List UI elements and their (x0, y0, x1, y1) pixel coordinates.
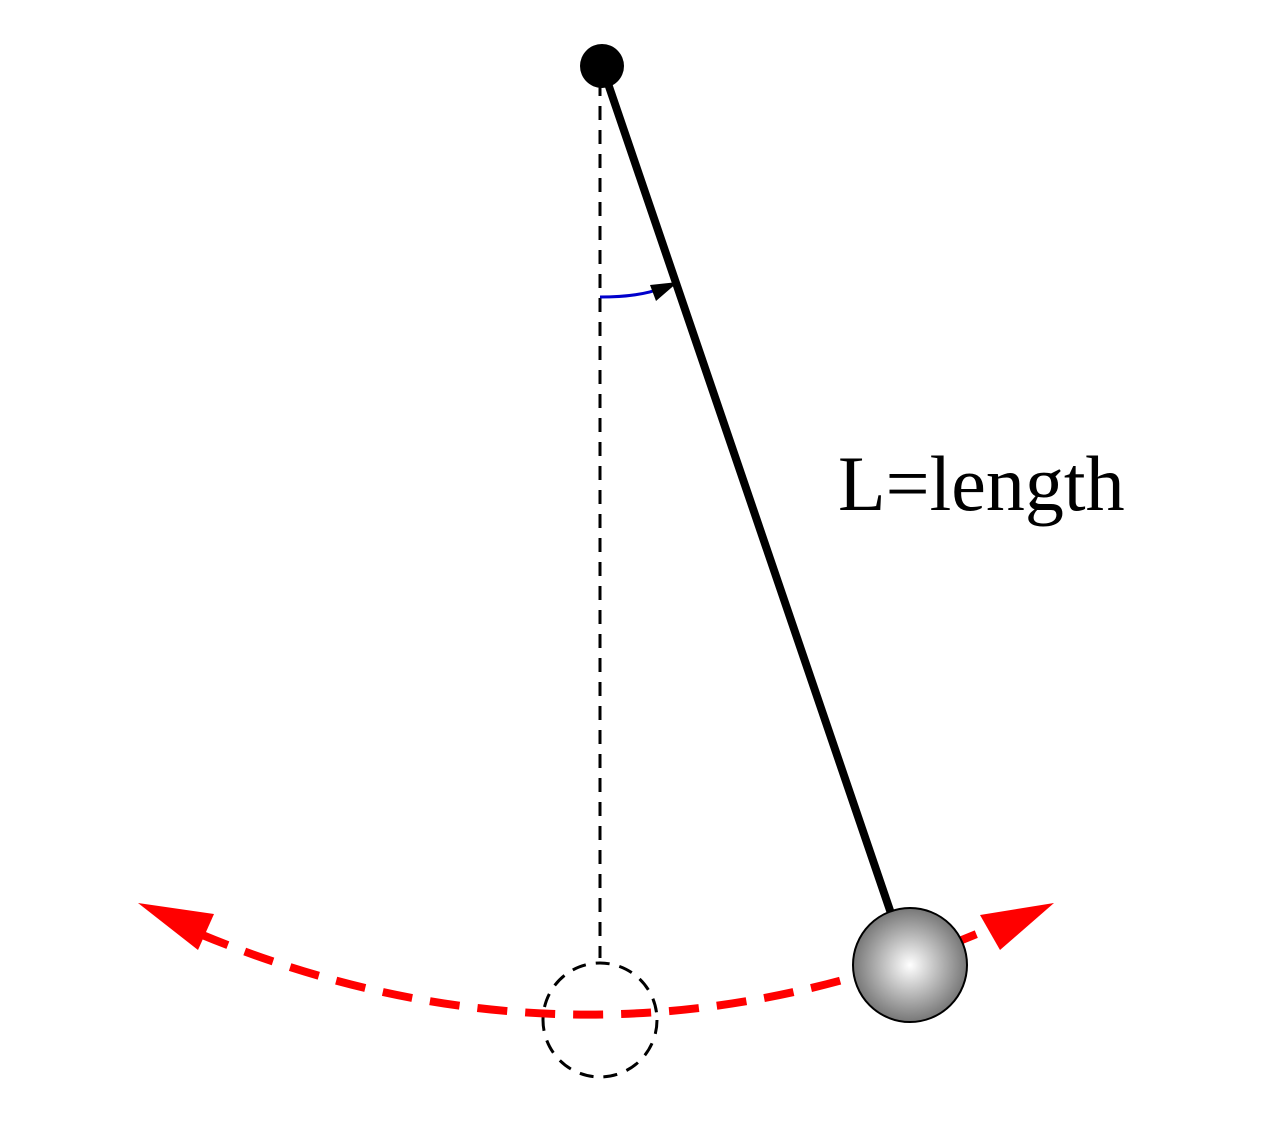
swing-right-arrowhead (980, 903, 1054, 950)
pendulum-rod (598, 64, 900, 930)
pendulum-bob-icon (852, 907, 968, 1023)
rest-position-icon (541, 961, 659, 1079)
length-label: L=length (838, 440, 1125, 527)
swing-left-arrowhead (138, 903, 214, 950)
pivot-icon (580, 44, 624, 88)
angle-arrowhead (650, 282, 678, 301)
